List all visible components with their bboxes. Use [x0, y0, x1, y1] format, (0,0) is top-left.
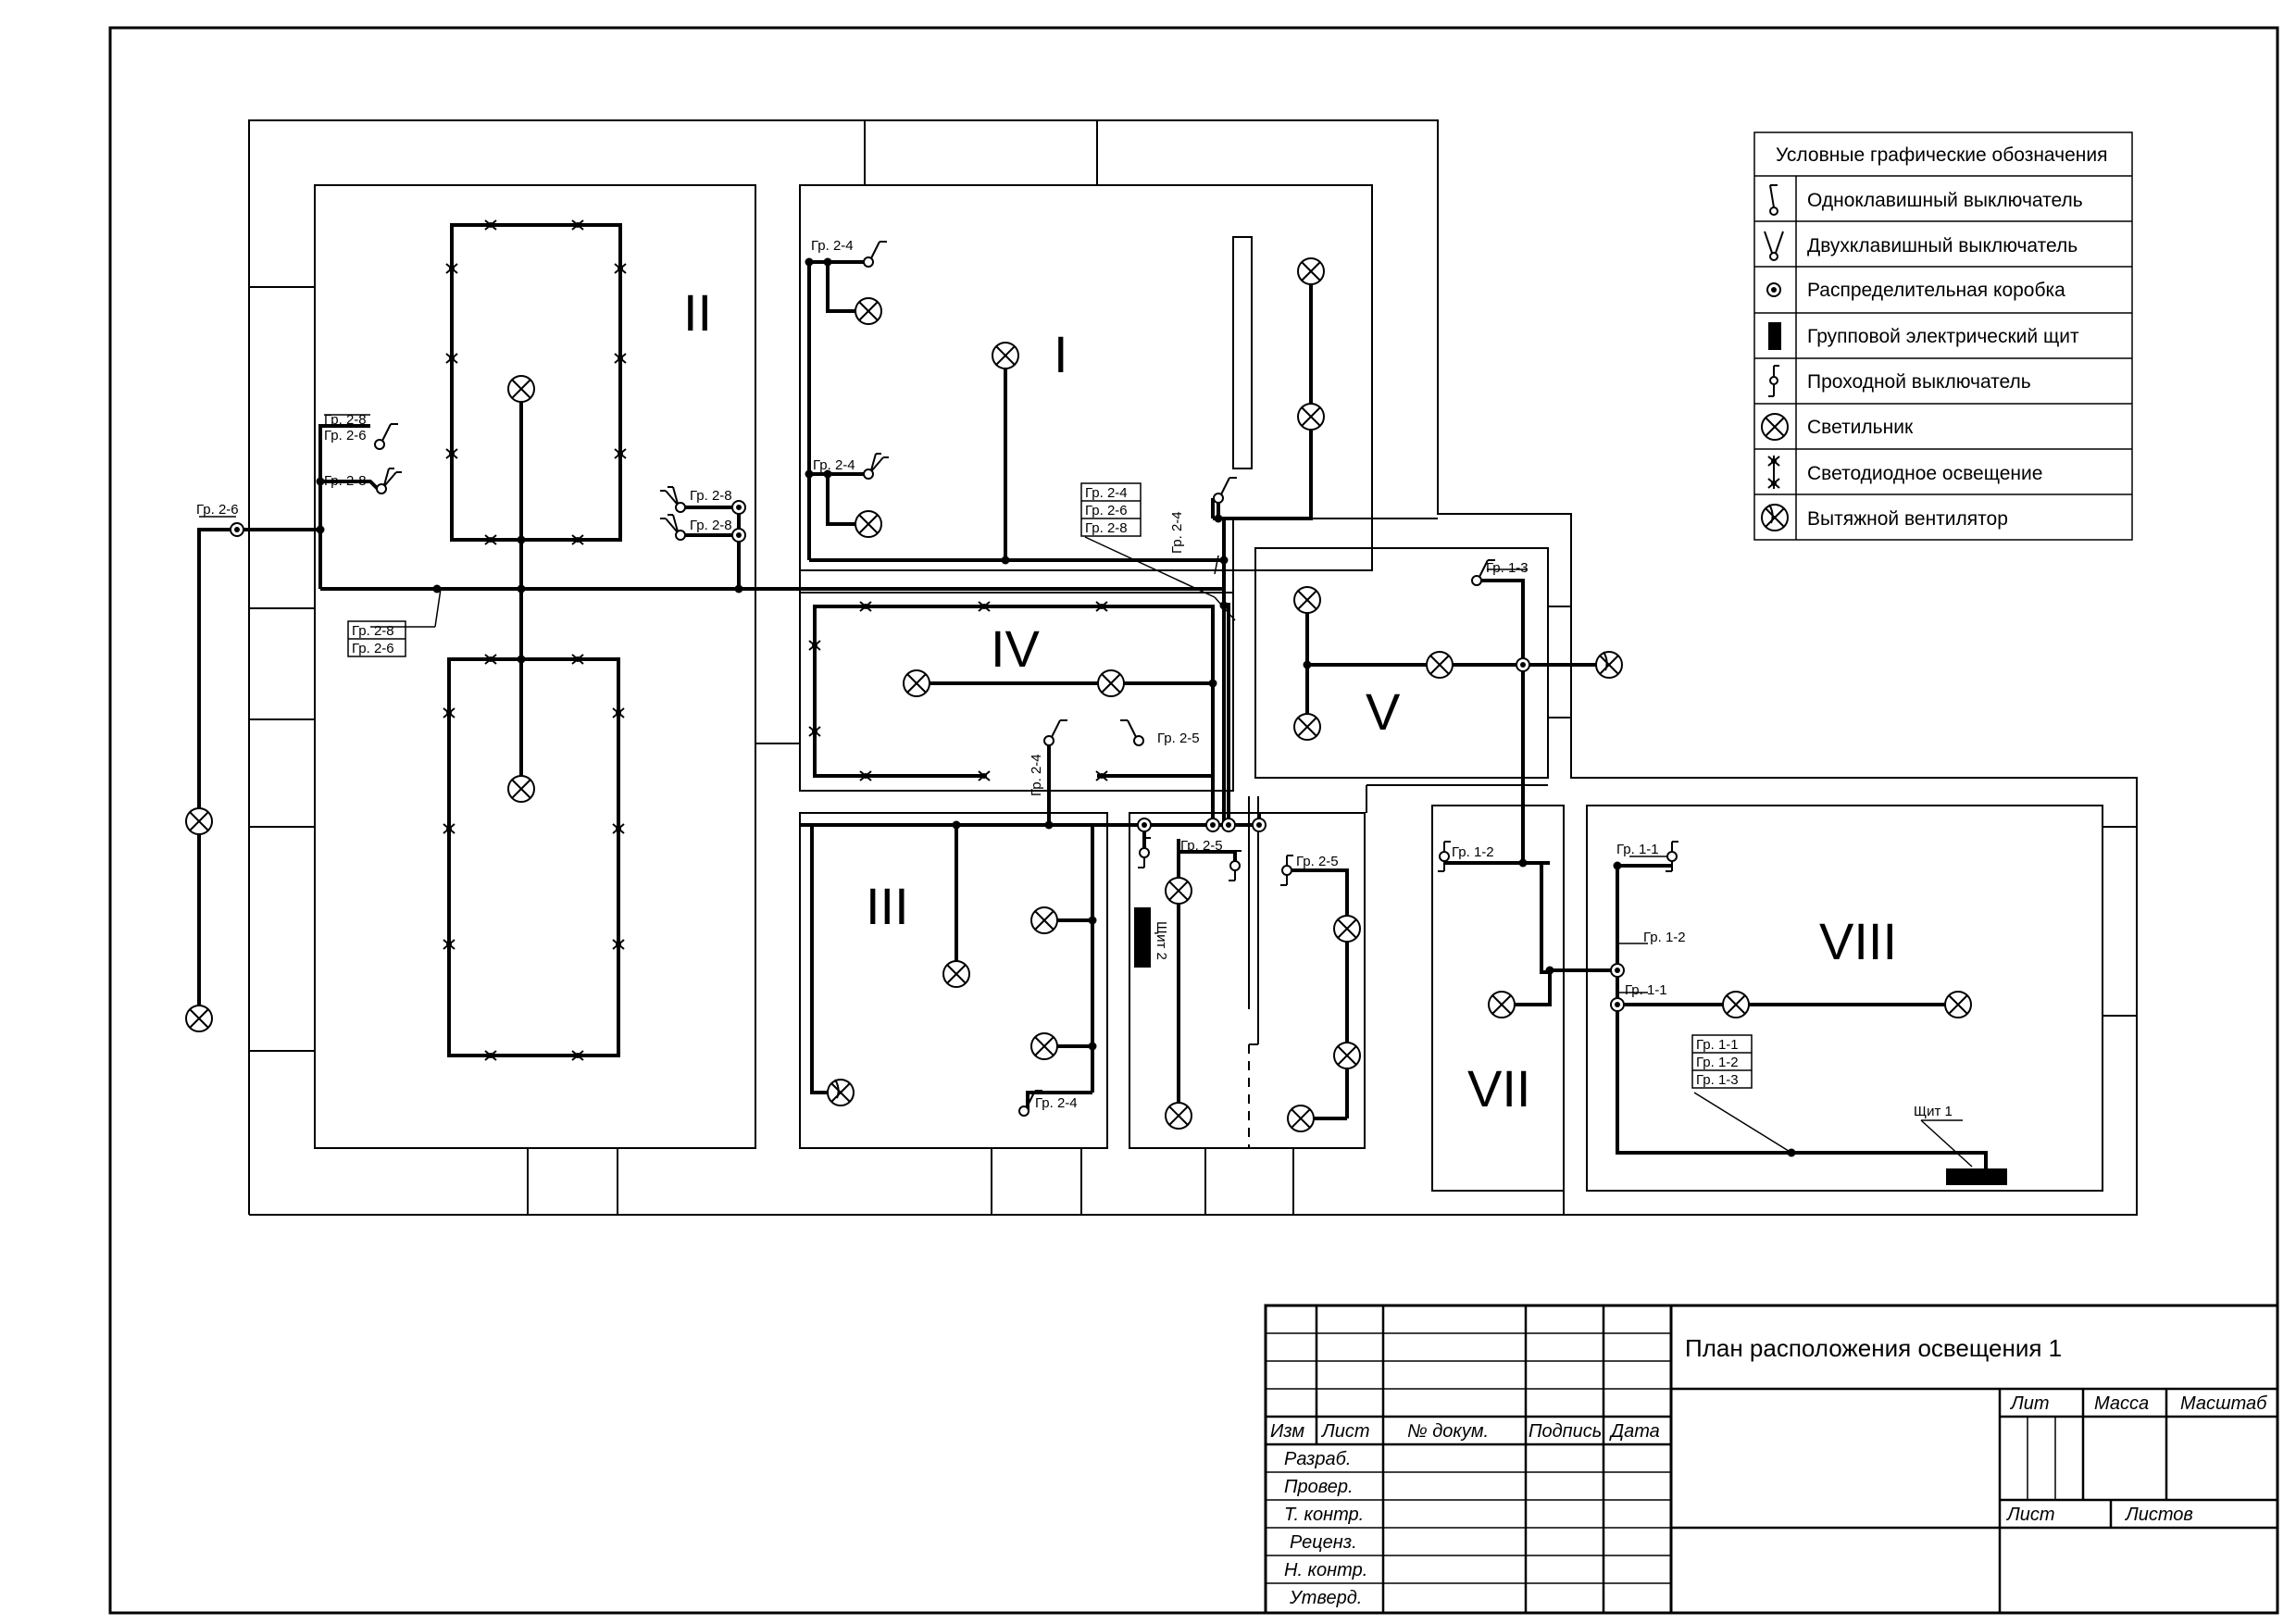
lamps	[185, 257, 1972, 1132]
junction-box-icon	[1766, 282, 1781, 297]
group-tag-line: Гр. 2-6	[352, 641, 394, 656]
group-label: Гр. 2-5	[1157, 731, 1200, 746]
switches	[374, 241, 1679, 1117]
col-sign: Подпись	[1529, 1421, 1602, 1442]
panel-shchit-1	[1946, 1168, 2007, 1185]
group-label: Гр. 2-4	[813, 457, 855, 473]
nodes	[316, 257, 1796, 1157]
group-label: Гр. 2-4	[1169, 511, 1185, 554]
sheets-label: Листов	[2124, 1505, 2193, 1525]
row-recenz: Реценз.	[1290, 1532, 1357, 1553]
legend-label: Вытяжной вентилятор	[1807, 508, 2008, 530]
legend-label: Светодиодное освещение	[1807, 463, 2042, 484]
group-label: Гр. 2-8	[690, 488, 732, 504]
room-i-label: I	[1054, 325, 1068, 383]
fan-icon	[1761, 504, 1789, 531]
group-label: Гр. 1-1	[1616, 842, 1659, 857]
group-tag-line: Гр. 1-1	[1696, 1037, 1739, 1053]
row-prover: Провер.	[1284, 1477, 1354, 1497]
group-tag-room-viii: Гр. 1-1 Гр. 1-2 Гр. 1-3	[1691, 1034, 1753, 1089]
group-label: Гр. 1-2	[1643, 930, 1686, 945]
group-label: Гр. 1-1	[1625, 982, 1667, 998]
single-switch-icon	[1769, 184, 1778, 216]
legend-title: Условные графические обозначения	[1776, 144, 2107, 166]
legend-label: Распределительная коробка	[1807, 280, 2065, 301]
legend-label: Групповой электрический щит	[1807, 326, 2079, 347]
row-tkontr: Т. контр.	[1284, 1505, 1364, 1525]
group-tag-room-i: Гр. 2-4 Гр. 2-6 Гр. 2-8	[1080, 482, 1142, 537]
legend-label: Двухклавишный выключатель	[1807, 235, 2078, 256]
lamp-icon	[1761, 413, 1789, 441]
room-ii-led-strips	[443, 219, 627, 1061]
led-icon	[1767, 456, 1780, 489]
group-tag-room-ii: Гр. 2-8 Гр. 2-6	[347, 620, 406, 657]
panel-shchit-1-label: Щит 1	[1914, 1104, 1953, 1119]
double-switch-icon	[1764, 231, 1784, 261]
col-date: Дата	[1609, 1421, 1660, 1442]
group-label: Гр. 2-8	[324, 412, 367, 428]
legend-label: Светильник	[1807, 417, 1914, 438]
sheet-label: Лист	[2005, 1505, 2055, 1525]
mass-label: Масса	[2094, 1393, 2149, 1414]
drawing-title: План расположения освещения 1	[1685, 1334, 2062, 1362]
room-ii-label: II	[683, 283, 712, 342]
sheet-frame	[108, 26, 2279, 1615]
col-izm: Изм	[1270, 1421, 1304, 1442]
group-tag-line: Гр. 2-4	[1085, 485, 1128, 501]
legend: Условные графические обозначения Однокла…	[1753, 131, 2133, 541]
row-utverd: Утверд.	[1289, 1588, 1362, 1608]
pass-switch-icon	[1768, 365, 1779, 397]
leader-lines	[199, 414, 1973, 1168]
group-tag-line: Гр. 2-8	[352, 623, 394, 639]
panel-icon	[1768, 322, 1781, 350]
room-labels: I II III IV V VII VIII	[683, 283, 1897, 1118]
group-label: Гр. 2-4	[1035, 1095, 1078, 1111]
group-tag-line: Гр. 1-3	[1696, 1072, 1739, 1088]
group-tag-line: Гр. 2-8	[1085, 520, 1128, 536]
panels	[1134, 907, 2007, 1185]
scale-label: Масштаб	[2180, 1393, 2267, 1414]
group-tag-line: Гр. 2-6	[1085, 503, 1128, 518]
room-v-label: V	[1366, 682, 1401, 741]
row-razrab: Разраб.	[1284, 1449, 1351, 1469]
room-viii-label: VIII	[1819, 912, 1897, 970]
group-label: Гр. 2-6	[324, 428, 367, 443]
col-list: Лист	[1320, 1421, 1370, 1442]
row-nkontr: Н. контр.	[1284, 1560, 1367, 1580]
group-label: Гр. 1-2	[1452, 844, 1494, 860]
col-doc: № докум.	[1407, 1421, 1489, 1442]
group-label: Гр. 2-8	[324, 473, 367, 489]
group-label: Гр. 2-4	[811, 238, 854, 254]
legend-label: Одноклавишный выключатель	[1807, 190, 2083, 211]
room-iii-label: III	[866, 877, 909, 935]
group-tag-line: Гр. 1-2	[1696, 1055, 1739, 1070]
junction-boxes	[230, 500, 1625, 1012]
group-label: Гр. 1-3	[1486, 560, 1529, 576]
group-label: Гр. 2-5	[1296, 854, 1339, 869]
room-iv-led-strip	[808, 601, 1215, 781]
room-iv-label: IV	[991, 619, 1041, 678]
legend-label: Проходной выключатель	[1807, 371, 2031, 393]
title-block: План расположения освещения 1 Изм Лист №…	[1264, 1304, 2279, 1615]
group-label: Гр. 2-6	[196, 502, 239, 518]
panel-shchit-2	[1134, 907, 1151, 968]
lit-label: Лит	[2009, 1393, 2050, 1414]
room-vii-label: VII	[1467, 1059, 1530, 1118]
wiring	[197, 260, 1988, 1171]
group-label: Гр. 2-8	[690, 518, 732, 533]
group-label: Гр. 2-4	[1029, 754, 1044, 796]
panel-shchit-2-label: Щит 2	[1154, 921, 1169, 960]
group-label: Гр. 2-5	[1180, 838, 1223, 854]
group-labels: Гр. 2-6 Гр. 2-8 Гр. 2-6 Гр. 2-8 Гр. 2-8 …	[196, 238, 1953, 1119]
